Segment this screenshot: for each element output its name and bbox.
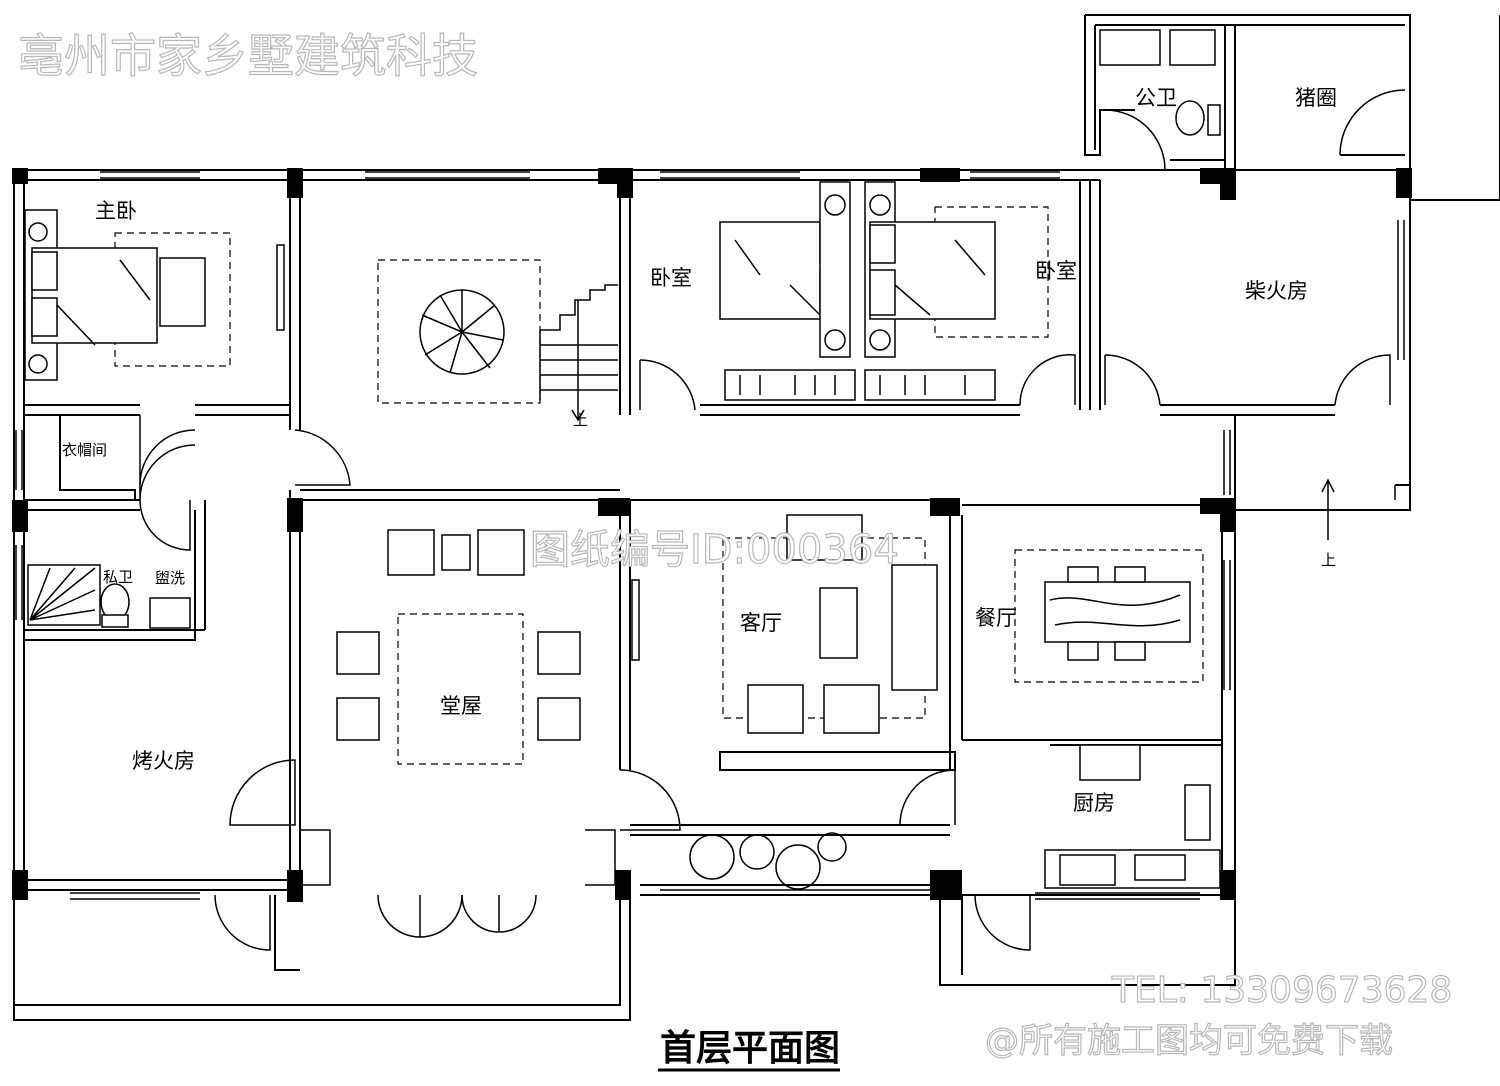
columns (12, 168, 1412, 902)
stair-up-label: 上 (573, 411, 588, 429)
doors (139, 89, 1406, 951)
windows (15, 171, 1405, 900)
room-label-cloakroom: 衣帽间 (62, 441, 107, 459)
room-label-bedroom-right: 卧室 (1035, 259, 1077, 283)
room-label-washroom: 盥洗 (155, 569, 185, 587)
room-label-master-bedroom: 主卧 (95, 199, 137, 223)
room-labels: 主卧 卧室 卧室 公卫 猪圈 柴火房 衣帽间 私卫 盥洗 烤火房 堂屋 客厅 餐… (62, 86, 1337, 815)
room-label-pigpen: 猪圈 (1295, 86, 1337, 110)
room-label-kitchen: 厨房 (1073, 791, 1115, 815)
watermark-company: 亳州市家乡墅建筑科技 (18, 29, 478, 83)
drawing-title: 首层平面图 (658, 1028, 840, 1072)
room-label-fire-room: 烤火房 (132, 749, 195, 773)
watermark-drawing-id: 图纸编号ID:000364 (530, 527, 899, 573)
room-label-firewood-room: 柴火房 (1245, 279, 1308, 303)
room-label-private-toilet: 私卫 (103, 568, 133, 586)
walls (13, 14, 1500, 1021)
room-label-bedroom-left: 卧室 (650, 266, 692, 290)
watermark-free-download: @所有施工图均可免费下载 (985, 1021, 1393, 1061)
drawing-title-text: 首层平面图 (660, 1028, 840, 1069)
room-label-main-hall: 堂屋 (440, 694, 482, 718)
watermark-tel: TEL: 13309673628 (1111, 970, 1452, 1011)
ramp-up-label: 上 (1321, 551, 1336, 569)
room-label-dining-room: 餐厅 (975, 606, 1017, 630)
watermarks: 亳州市家乡墅建筑科技 图纸编号ID:000364 TEL: 1330967362… (17, 28, 1453, 1061)
furniture (24, 29, 1335, 890)
room-label-public-toilet: 公卫 (1135, 86, 1177, 110)
room-label-living-room: 客厅 (740, 611, 782, 635)
